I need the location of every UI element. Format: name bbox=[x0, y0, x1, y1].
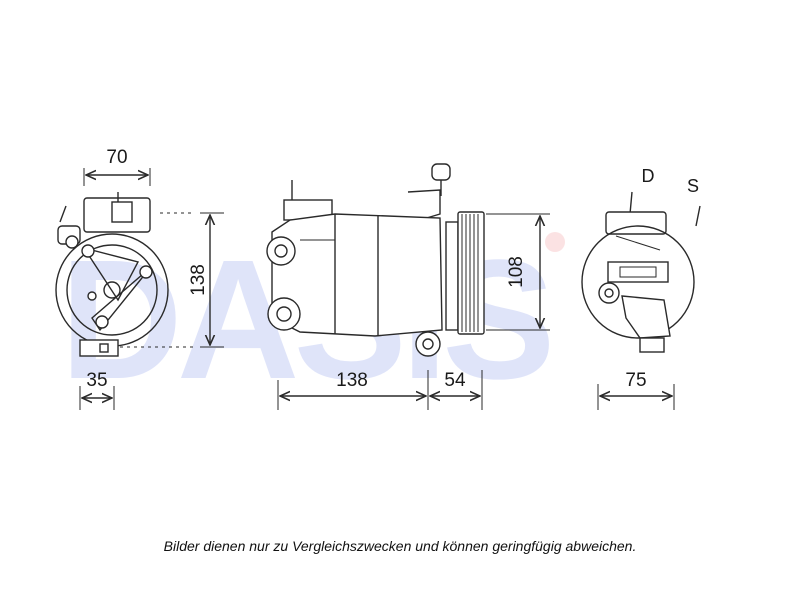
front-width-label: 70 bbox=[106, 147, 127, 168]
side-electrical-connector bbox=[431, 163, 451, 181]
front-height-label: 138 bbox=[188, 264, 209, 296]
rear-body-circle bbox=[581, 225, 695, 339]
side-pulley-label: 54 bbox=[444, 370, 466, 391]
side-pulley-hub bbox=[445, 221, 459, 331]
front-bottom-bracket bbox=[79, 339, 119, 357]
discharge-port-label: D bbox=[642, 166, 655, 186]
discharge-port bbox=[629, 191, 633, 215]
front-view: 70 138 35 bbox=[55, 147, 224, 410]
side-length-label: 138 bbox=[336, 370, 368, 391]
front-spoke-1 bbox=[82, 246, 140, 302]
suction-port bbox=[695, 205, 701, 227]
front-fitting bbox=[111, 201, 133, 223]
rear-valve-body bbox=[621, 295, 671, 339]
rear-width-label: 75 bbox=[625, 370, 646, 391]
side-height-label: 108 bbox=[506, 256, 527, 288]
suction-port-label: S bbox=[687, 176, 699, 196]
rear-view: D S 75 bbox=[581, 166, 701, 410]
front-mount-hole bbox=[65, 235, 79, 249]
rear-label-plate bbox=[607, 261, 669, 283]
front-stud-left bbox=[59, 205, 67, 223]
watermark-dot bbox=[545, 232, 565, 252]
front-offset-label: 35 bbox=[86, 370, 107, 391]
front-clutch-ring bbox=[66, 244, 158, 336]
side-view: 108 138 54 bbox=[266, 163, 550, 410]
disclaimer-text: Bilder dienen nur zu Vergleichszwecken u… bbox=[163, 538, 637, 554]
